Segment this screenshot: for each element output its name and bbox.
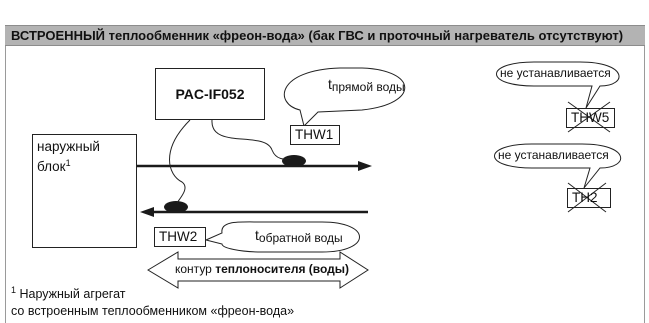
return-temp-label: tобратной воды [255,227,343,245]
contour-double-arrow [147,251,369,289]
thw2-sensor-tag: THW2 [154,227,206,247]
not-installed-label-1: не устанавливается [500,66,611,80]
footnote: 1 Наружный агрегат со встроенным теплооб… [11,282,294,320]
cable-to-thw1 [211,119,292,160]
thw1-sensor-dot [282,155,306,167]
footnote-line1: 1 Наружный агрегат [11,285,126,302]
footnote-line2: со встроенным теплообменником «фреон-вод… [11,304,295,319]
not-installed-bubble-1 [496,61,620,109]
contour-label: контур теплоносителя (воды) [175,262,350,276]
supply-arrowhead [358,161,372,171]
return-temp-bubble [204,221,360,253]
thw5-sensor-tag: THW5 [566,108,615,128]
pac-if052-controller: PAC-IF052 [155,68,265,120]
thw1-sensor-tag: THW1 [290,125,340,145]
supply-temp-bubble [284,67,406,127]
diagram-border [5,46,645,323]
return-arrowhead [140,207,154,217]
th2-sensor-tag: TH2 [567,188,611,208]
outdoor-unit-label-line1: наружный [37,139,100,154]
not-installed-label-2: не устанавливается [498,148,609,162]
supply-temp-label: tпрямой воды [328,76,405,94]
cable-to-thw2 [169,119,191,204]
footnote-mark: 1 [65,158,71,168]
outdoor-unit-box: наружный блок1 [32,134,137,248]
diagram-title: ВСТРОЕННЫЙ теплообменник «фреон-вода» (б… [5,25,645,46]
outdoor-unit-label-line2: блок1 [37,158,71,174]
not-installed-bubble-2 [494,143,622,189]
thw2-sensor-dot [164,201,188,213]
